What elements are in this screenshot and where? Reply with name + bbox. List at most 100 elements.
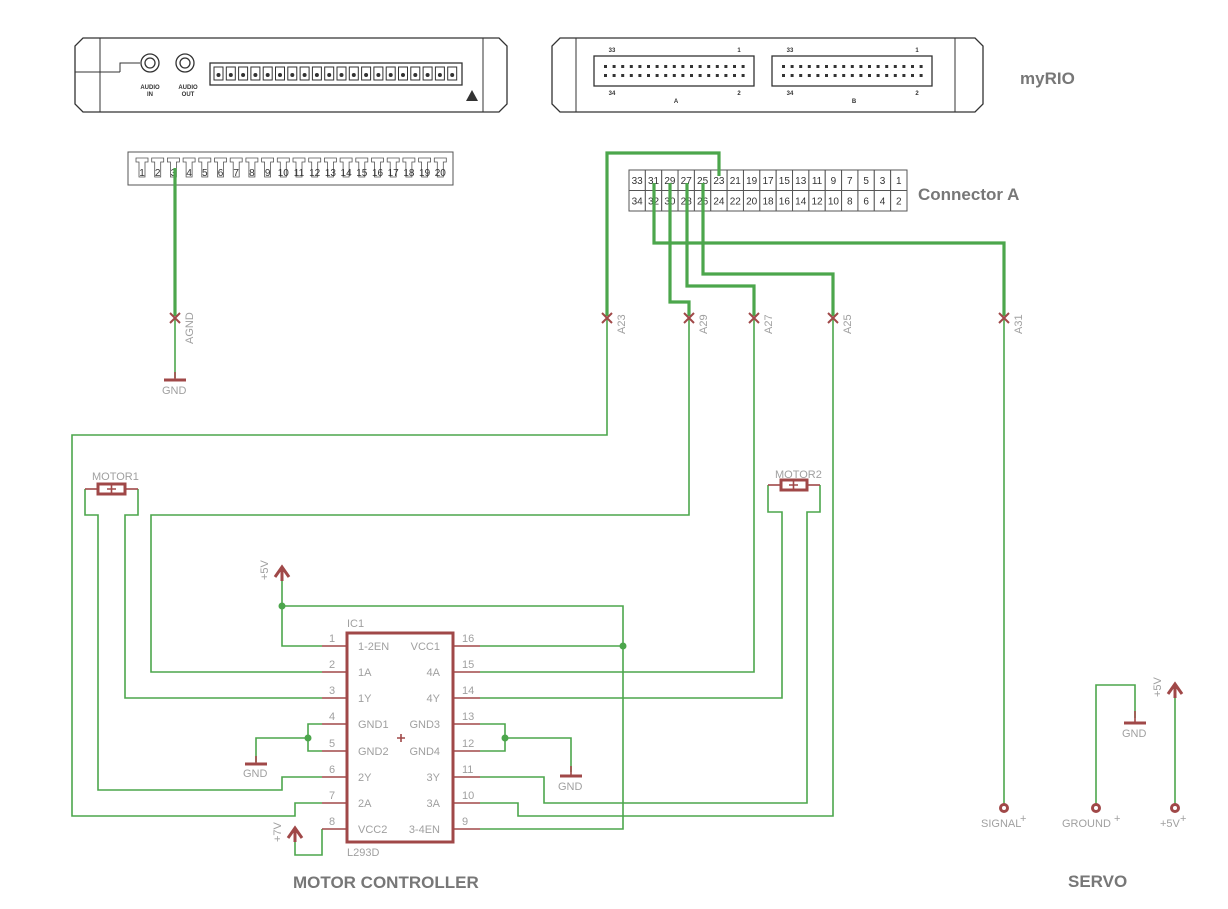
pin-33-label: 33 — [609, 48, 616, 54]
connector-pin-19: 19 — [742, 169, 761, 191]
ic-pin-7: 72A — [322, 790, 372, 810]
svg-text:4: 4 — [186, 168, 192, 179]
svg-text:+: + — [1020, 813, 1026, 825]
svg-text:31: 31 — [648, 176, 660, 187]
myrio-title: myRIO — [1020, 69, 1075, 88]
ic-name: IC1 — [347, 618, 364, 630]
ic-pin-3: 31Y — [322, 685, 372, 705]
svg-text:33: 33 — [632, 176, 644, 187]
terminal-pin: 18 — [402, 157, 416, 179]
svg-text:15: 15 — [779, 176, 791, 187]
svg-text:GND: GND — [1122, 728, 1147, 740]
svg-text:GROUND: GROUND — [1062, 818, 1111, 830]
pin-1-label: 1 — [737, 48, 741, 54]
esd-warning-icon — [466, 90, 478, 101]
svg-text:+5V: +5V — [1160, 818, 1181, 830]
terminal-pin: 4 — [182, 157, 196, 179]
svg-text:3: 3 — [880, 176, 886, 187]
terminal-pin: 14 — [339, 157, 353, 179]
svg-text:+: + — [1114, 813, 1120, 825]
svg-text:GND3: GND3 — [409, 719, 440, 731]
connector-pin-18: 18 — [759, 190, 777, 212]
connector-pin-12: 12 — [808, 190, 826, 212]
connector-pin-14: 14 — [792, 190, 810, 212]
myrio-audio-mxp-side: AUDIO IN AUDIO OUT — [74, 37, 508, 113]
pin-33-label-b: 33 — [787, 48, 794, 54]
svg-text:20: 20 — [435, 168, 447, 179]
svg-text:3Y: 3Y — [427, 772, 441, 784]
svg-text:12: 12 — [811, 197, 823, 208]
connector-pin-16: 16 — [775, 190, 794, 212]
wire-a29 — [668, 183, 691, 316]
svg-text:1: 1 — [329, 633, 335, 645]
svg-text:3A: 3A — [427, 798, 441, 810]
svg-text:5: 5 — [863, 176, 869, 187]
ic-pin-1: 1 1-2EN — [322, 633, 389, 653]
audio-in-label: AUDIO — [140, 85, 160, 91]
svg-text:1: 1 — [896, 176, 902, 187]
a23-label: A23 — [616, 314, 628, 334]
svg-text:21: 21 — [730, 176, 742, 187]
gnd-symbol: GND — [1122, 711, 1147, 740]
svg-text:4A: 4A — [427, 667, 441, 679]
terminal-pin: 5 — [198, 157, 212, 179]
svg-text:16: 16 — [779, 197, 791, 208]
terminal-pin: 13 — [324, 157, 337, 179]
terminal-pin: 19 — [418, 157, 431, 179]
net-marker-icon — [169, 312, 181, 324]
connector-pin-8: 8 — [841, 190, 859, 212]
svg-text:11: 11 — [812, 176, 823, 187]
svg-text:18: 18 — [403, 168, 415, 179]
schematic-nets — [71, 318, 1176, 856]
svg-text:23: 23 — [713, 176, 725, 187]
svg-text:1: 1 — [139, 168, 145, 179]
svg-text:16: 16 — [462, 633, 474, 645]
terminal-pin: 15 — [355, 157, 369, 179]
svg-text:14: 14 — [462, 685, 474, 697]
svg-text:GND: GND — [558, 781, 583, 793]
svg-text:14: 14 — [341, 168, 353, 179]
connector-pin-7: 7 — [841, 169, 859, 191]
svg-text:13: 13 — [795, 176, 807, 187]
connector-pin-6: 6 — [857, 190, 875, 212]
audio-in-label-2: IN — [147, 92, 153, 98]
net-marker-icon — [601, 312, 613, 324]
svg-text:11: 11 — [462, 764, 473, 776]
port-a-label: A — [674, 99, 679, 105]
svg-text:8: 8 — [847, 197, 853, 208]
motor2: MOTOR2 — [768, 469, 822, 492]
svg-text:3: 3 — [329, 685, 335, 697]
mxp-b-connector — [771, 55, 933, 87]
svg-text:GND: GND — [162, 385, 187, 397]
svg-text:18: 18 — [762, 197, 774, 208]
svg-text:13: 13 — [325, 168, 337, 179]
svg-text:12: 12 — [462, 738, 474, 750]
svg-text:GND: GND — [243, 768, 268, 780]
junction — [619, 642, 627, 650]
terminal-pin: 9 — [261, 157, 274, 179]
connector-pin-24: 24 — [710, 190, 728, 212]
svg-text:MOTOR2: MOTOR2 — [775, 469, 822, 481]
connector-pin-20: 20 — [742, 190, 761, 212]
a31-label: A31 — [1013, 314, 1025, 334]
mxp-a-connector — [593, 55, 755, 87]
svg-text:8: 8 — [329, 816, 335, 828]
svg-text:1-2EN: 1-2EN — [358, 641, 389, 653]
wire-a25 — [701, 183, 835, 316]
svg-text:9: 9 — [831, 176, 837, 187]
servo-ground-pad: GROUND+ — [1062, 803, 1120, 830]
plus7v-supply-symbol: +7V — [272, 821, 304, 842]
pin-34-label-b: 34 — [787, 91, 794, 97]
net-marker-icon — [748, 312, 760, 324]
svg-text:27: 27 — [681, 176, 693, 187]
svg-text:+7V: +7V — [272, 821, 284, 842]
ic-pin-9: 93-4EN — [409, 816, 480, 836]
connector-pin-34: 34 — [628, 190, 646, 212]
svg-text:15: 15 — [462, 659, 474, 671]
terminal-pin: 11 — [292, 157, 306, 179]
